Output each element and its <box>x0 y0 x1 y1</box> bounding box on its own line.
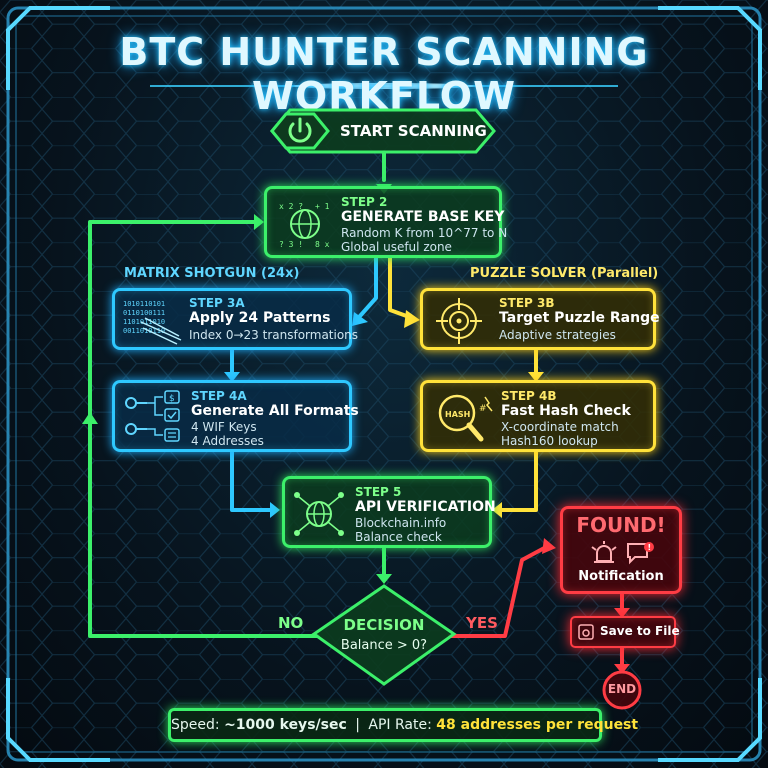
network-globe-icon <box>294 492 344 536</box>
alarm-icon <box>591 541 617 563</box>
svg-text:? 3 !: ? 3 ! <box>279 240 303 249</box>
step4b-number: STEP 4B <box>501 389 557 403</box>
svg-text:0110100111: 0110100111 <box>123 309 165 317</box>
api-rate-label: API Rate: <box>368 717 432 733</box>
svg-text:$: $ <box>169 394 175 404</box>
arrowheads <box>82 184 630 674</box>
branch-label-matrix: MATRIX SHOTGUN (24x) <box>124 266 300 281</box>
step4b-line-1: X-coordinate match <box>501 420 619 434</box>
svg-text:1010110101: 1010110101 <box>123 300 165 308</box>
svg-text:HASH: HASH <box>445 410 470 419</box>
end-shape <box>602 670 642 710</box>
arrow-step2-to-3b <box>388 256 414 320</box>
arrow-yes-to-found <box>448 544 550 638</box>
globe-key-icon: x 2 ? + 1 ? 3 ! 8 x <box>279 202 330 249</box>
svg-text:0011010110: 0011010110 <box>123 327 165 335</box>
decision-shape <box>311 584 457 686</box>
speed-label: Speed: <box>171 717 220 733</box>
step3b-box[interactable]: STEP 3B Target Puzzle Range Adaptive str… <box>420 288 660 350</box>
step4a-title: Generate All Formats <box>191 403 359 419</box>
step4a-line-2: 4 Addresses <box>191 434 264 448</box>
branch-label-puzzle: PUZZLE SOLVER (Parallel) <box>470 266 659 281</box>
svg-text:x 2 ?: x 2 ? <box>279 202 303 211</box>
arrow-4a-to-5 <box>230 450 272 512</box>
footer-separator: | <box>355 717 360 733</box>
decision-condition: Balance > 0? <box>340 638 428 653</box>
step2-number: STEP 2 <box>341 195 388 209</box>
svg-text:#: # <box>479 404 487 414</box>
step3a-number: STEP 3A <box>189 296 245 310</box>
svg-text:1101011010: 1101011010 <box>123 318 165 326</box>
svg-text:!: ! <box>648 543 652 552</box>
step2-box[interactable]: x 2 ? + 1 ? 3 ! 8 x STEP 2 GENERATE BASE… <box>264 186 507 258</box>
start-label[interactable]: START SCANNING <box>340 122 487 140</box>
hash-magnifier-icon: HASH # <box>438 394 493 442</box>
step4a-line-1: 4 WIF Keys <box>191 420 257 434</box>
step4b-box[interactable]: HASH # STEP 4B Fast Hash Check X-coordin… <box>420 380 656 452</box>
step3b-line-1: Adaptive strategies <box>499 328 616 342</box>
key-format-icon: $ <box>125 390 180 442</box>
step3b-number: STEP 3B <box>499 296 555 310</box>
footer-stats: Speed: ~1000 keys/sec | API Rate: 48 add… <box>168 708 638 742</box>
arrow-step2-to-3a <box>358 256 378 318</box>
step5-number: STEP 5 <box>355 485 402 499</box>
chat-alert-icon: ! <box>627 542 654 565</box>
step3a-title: Apply 24 Patterns <box>189 310 331 326</box>
step2-line-2: Global useful zone <box>341 240 452 254</box>
matrix-code-icon: 1010110101 0110100111 1101011010 0011010… <box>123 300 182 345</box>
svg-text:+ 1: + 1 <box>315 202 330 211</box>
target-icon <box>436 298 482 344</box>
step2-title: GENERATE BASE KEY <box>341 209 505 225</box>
decision-title[interactable]: DECISION <box>343 616 425 634</box>
step4b-title: Fast Hash Check <box>501 403 631 419</box>
no-label: NO <box>278 614 304 632</box>
step4a-number: STEP 4A <box>191 389 247 403</box>
save-label: Save to File <box>600 624 680 638</box>
save-to-file-button[interactable]: Save to File <box>570 616 680 648</box>
arrow-4b-to-5 <box>498 450 538 512</box>
step4b-line-2: Hash160 lookup <box>501 434 598 448</box>
step3b-title: Target Puzzle Range <box>499 310 660 326</box>
power-icon <box>270 112 330 150</box>
end-label: END <box>607 682 637 696</box>
step3a-line-1: Index 0→23 transformations <box>189 328 359 342</box>
step5-line-1: Blockchain.info <box>355 516 447 530</box>
step2-line-1: Random K from 10^77 to N <box>341 226 508 240</box>
api-rate-value: 48 addresses per request <box>436 717 639 733</box>
speed-value: ~1000 keys/sec <box>224 717 347 733</box>
step3a-box[interactable]: 1010110101 0110100111 1101011010 0011010… <box>112 288 358 350</box>
disk-icon <box>578 624 594 640</box>
step5-box[interactable]: STEP 5 API VERIFICATION Blockchain.info … <box>282 476 496 548</box>
step5-title: API VERIFICATION <box>355 499 496 515</box>
svg-text:8 x: 8 x <box>315 240 330 249</box>
step4a-box[interactable]: $ STEP 4A Generate All Formats 4 WIF Key… <box>112 380 359 452</box>
step5-line-2: Balance check <box>355 530 442 544</box>
found-title: FOUND! <box>576 513 666 537</box>
yes-label: YES <box>466 614 498 632</box>
found-subtitle: Notification <box>578 569 664 584</box>
found-box[interactable]: FOUND! ! Notification <box>560 506 682 594</box>
